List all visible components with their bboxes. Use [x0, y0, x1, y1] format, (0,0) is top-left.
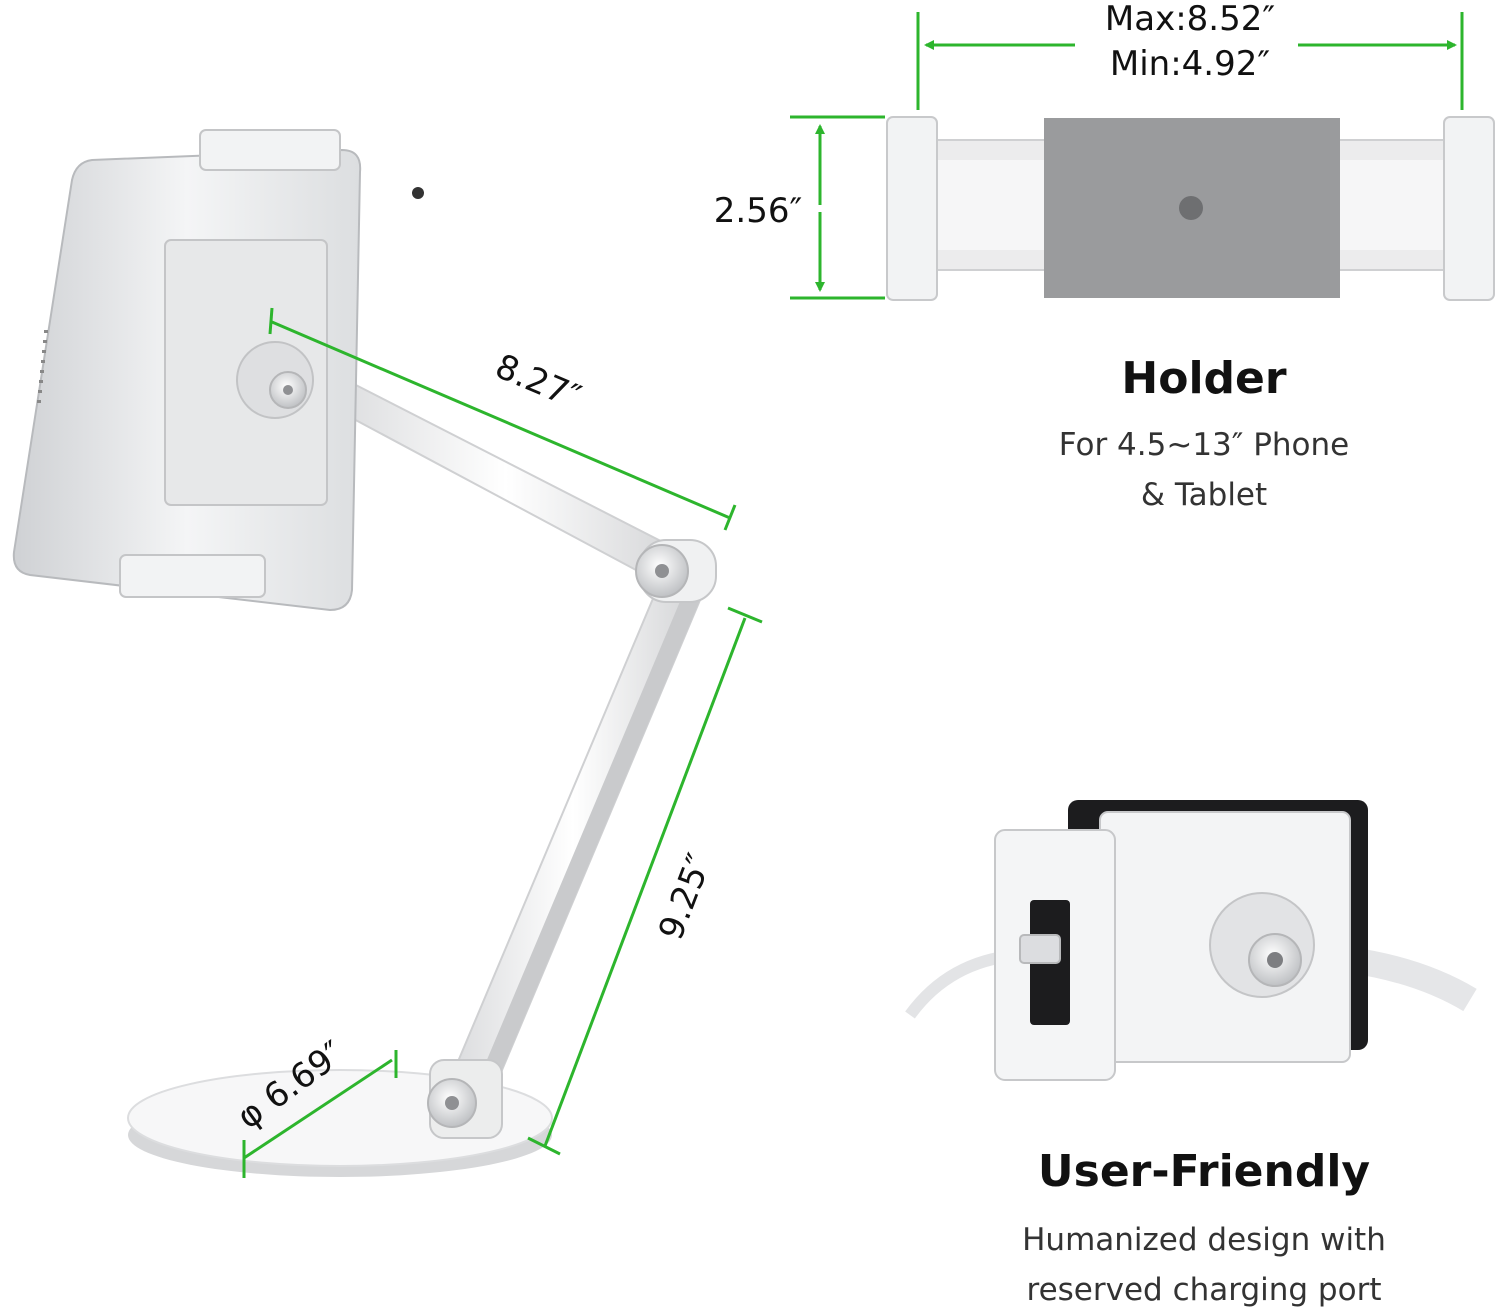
upper-arm-length-label: 8.27″ [489, 346, 586, 417]
user-friendly-desc-line2: reserved charging port [1027, 1272, 1382, 1308]
holder-title: Holder [1121, 353, 1286, 404]
charging-port-illustration [905, 800, 1477, 1081]
tablet-speaker-grille [37, 330, 48, 403]
user-friendly-desc-line1: Humanized design with [1022, 1222, 1386, 1258]
holder-desc-line1: For 4.5~13″ Phone [1059, 427, 1349, 463]
mount-hole [1179, 196, 1203, 220]
holder-illustration [886, 116, 1495, 301]
upper-arm-dimension [268, 307, 737, 531]
base-hinge [427, 1059, 503, 1139]
holder-max-width-label: Max:8.52″ [1105, 0, 1275, 39]
lower-arm [444, 580, 702, 1110]
elbow-hinge [635, 539, 717, 603]
holder-min-width-label: Min:4.92″ [1110, 44, 1270, 84]
user-friendly-title: User-Friendly [1038, 1146, 1370, 1197]
tablet-clamp [119, 129, 341, 598]
tablet-stand-illustration [12, 129, 717, 1177]
lower-arm-dimension [527, 606, 763, 1156]
holder-height-dimension [790, 115, 885, 300]
base-diameter-dimension [242, 1050, 398, 1178]
holder-desc-line2: & Tablet [1141, 477, 1267, 513]
lower-arm-length-label: 9.25″ [651, 848, 720, 945]
holder-width-dimension [916, 12, 1464, 110]
holder-height-label: 2.56″ [714, 191, 802, 231]
upper-arm [320, 378, 692, 588]
